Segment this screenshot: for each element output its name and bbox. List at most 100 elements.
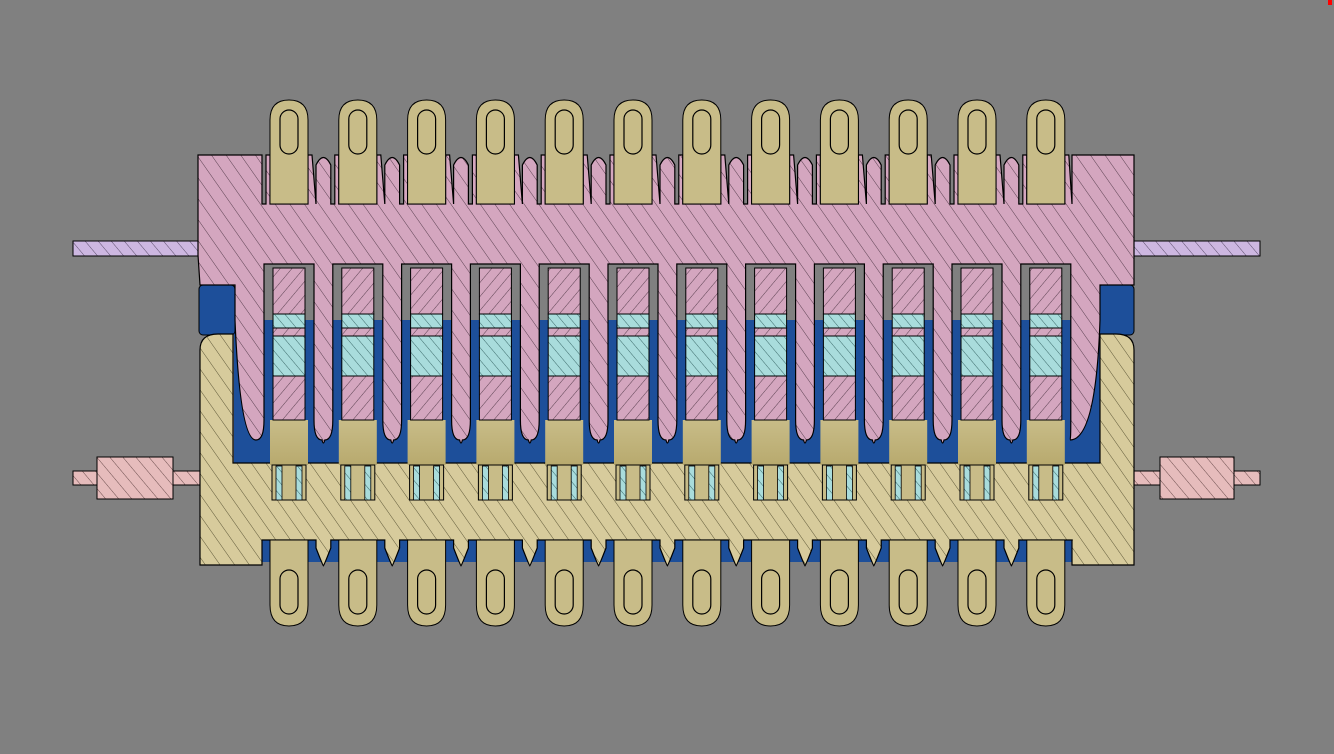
insert-top-block: [754, 267, 788, 315]
lower-pin-slot: [967, 569, 987, 615]
insert-upper-band: [341, 313, 375, 329]
lower-pin-insulator-right: [777, 465, 784, 501]
insert-middle-band: [1029, 335, 1063, 377]
lower-pin-slot: [692, 569, 712, 615]
lower-pin-insulator-left: [344, 465, 352, 501]
lower-pin-slot: [417, 569, 437, 615]
lower-contact-pin: [819, 420, 859, 627]
lower-pin-slot: [898, 569, 918, 615]
contact-insert: [754, 267, 788, 421]
contact-insert: [341, 267, 375, 421]
lower-pin-socket: [407, 420, 446, 465]
insert-top-block: [272, 267, 306, 315]
contact-insert: [272, 267, 306, 421]
lower-pin-insulator-left: [413, 465, 421, 501]
lower-pin-socket: [751, 420, 790, 465]
insert-upper-band: [891, 313, 925, 329]
insert-bottom-block: [616, 375, 650, 421]
contact-inserts: [272, 267, 1063, 421]
lower-pin-socket: [270, 420, 308, 465]
contact-insert: [685, 267, 719, 421]
upper-contact-pin: [1026, 99, 1066, 205]
insert-top-block: [616, 267, 650, 315]
upper-pin-slot: [967, 109, 987, 155]
insert-upper-band: [1029, 313, 1063, 329]
lower-pin-socket: [338, 420, 377, 465]
insert-middle-band: [616, 335, 650, 377]
lower-pin-socket: [1026, 420, 1065, 465]
insert-spacer: [272, 327, 306, 337]
lower-contact-pin: [682, 420, 722, 627]
lower-pin-insulator-right: [846, 465, 853, 501]
lower-pin-socket: [889, 420, 928, 465]
insert-upper-band: [547, 313, 581, 329]
lower-pin-socket: [614, 420, 652, 465]
insert-spacer: [1029, 327, 1063, 337]
contact-insert: [822, 267, 856, 421]
upper-pin-slot: [417, 109, 437, 155]
insert-top-block: [960, 267, 994, 315]
insert-spacer: [547, 327, 581, 337]
insert-spacer: [754, 327, 788, 337]
upper-housing: [197, 154, 1135, 444]
insert-upper-band: [822, 313, 856, 329]
lower-pin-insulator-right: [983, 465, 991, 501]
insert-middle-band: [754, 335, 788, 377]
insert-spacer: [822, 327, 856, 337]
lower-pin-insulator-right: [501, 465, 509, 501]
insert-top-block: [1029, 267, 1063, 315]
insert-spacer: [891, 327, 925, 337]
lower-pin-insulator-left: [1032, 465, 1040, 501]
insert-middle-band: [410, 335, 444, 377]
upper-contact-pin: [269, 99, 309, 205]
upper-contact-pin: [888, 99, 928, 205]
upper-pin-slot: [348, 109, 368, 155]
insert-spacer: [960, 327, 994, 337]
insert-middle-band: [822, 335, 856, 377]
upper-contact-pin: [613, 99, 653, 205]
contact-insert: [891, 267, 925, 421]
lower-pin-slot: [623, 569, 643, 615]
insert-spacer: [478, 327, 512, 337]
lower-pin-slot: [829, 569, 850, 615]
lower-pin-insulator-left: [757, 465, 764, 501]
insert-upper-band: [478, 313, 512, 329]
lower-contact-pin: [613, 420, 653, 627]
upper-pin-slot: [623, 109, 643, 155]
gasket-left-lip: [198, 284, 236, 336]
insert-middle-band: [341, 335, 375, 377]
upper-pin-slot: [692, 109, 712, 155]
lower-pin-socket: [476, 420, 515, 465]
lower-pin-insulator-left: [963, 465, 971, 501]
right-washer: [1159, 456, 1235, 500]
lower-pin-insulator-left: [481, 465, 489, 501]
insert-middle-band: [960, 335, 994, 377]
upper-pin-slot: [279, 109, 299, 155]
lower-pin-socket: [682, 420, 721, 465]
lower-contact-pin: [544, 420, 584, 627]
insert-upper-band: [410, 313, 444, 329]
insert-upper-band: [272, 313, 306, 329]
lower-pin-slot: [348, 569, 368, 615]
upper-pin-slot: [1036, 109, 1056, 155]
lower-pin-slot: [554, 569, 574, 615]
lower-contact-pin: [888, 420, 928, 627]
insert-bottom-block: [547, 375, 581, 421]
insert-bottom-block: [685, 375, 719, 421]
insert-middle-band: [272, 335, 306, 377]
upper-contact-pin: [407, 99, 447, 205]
insert-bottom-block: [272, 375, 306, 421]
upper-contact-pin: [682, 99, 722, 205]
left-washer: [96, 456, 174, 500]
lower-pin-socket: [545, 420, 584, 465]
lower-contact-pin: [751, 420, 791, 627]
insert-spacer: [685, 327, 719, 337]
insert-top-block: [478, 267, 512, 315]
lower-pin-insulator-right: [364, 465, 372, 501]
lower-pin-insulator-right: [914, 465, 922, 501]
lower-pin-insulator-right: [639, 465, 647, 501]
insert-top-block: [341, 267, 375, 315]
contact-insert: [410, 267, 444, 421]
